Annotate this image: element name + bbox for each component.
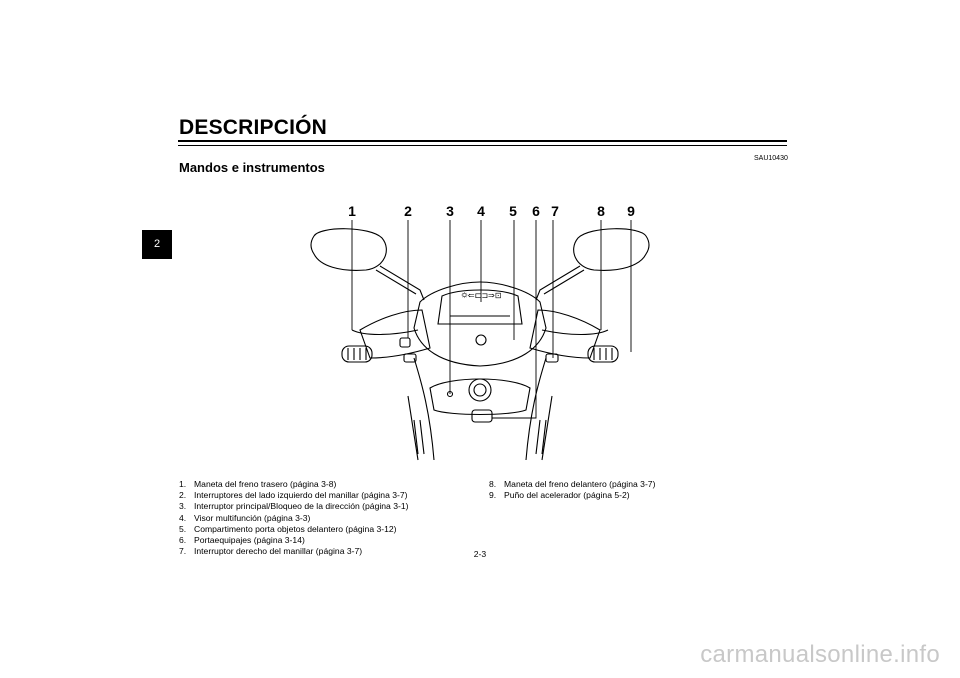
leg-shield bbox=[413, 357, 547, 461]
chapter-tab: 2 bbox=[142, 230, 172, 259]
legend-text: Maneta del freno delantero (página 3-7) bbox=[504, 479, 656, 489]
storage-lid-mark bbox=[475, 334, 487, 346]
meter-panel bbox=[437, 289, 523, 325]
legend-right-column: 8. Maneta del freno delantero (página 3-7… bbox=[489, 479, 789, 501]
horn-button bbox=[403, 353, 417, 363]
right-mirror bbox=[573, 228, 650, 271]
left-mirror bbox=[310, 228, 387, 271]
legend-number: 8. bbox=[489, 479, 497, 489]
legend-number: 4. bbox=[179, 512, 187, 523]
legend-text: Puño del acelerador (página 5-2) bbox=[504, 490, 630, 501]
reference-code: SAU10430 bbox=[754, 155, 788, 162]
legend-item: 1. Maneta del freno trasero (página 3-8) bbox=[179, 479, 479, 490]
page-title: DESCRIPCIÓN bbox=[179, 116, 328, 139]
main-switch bbox=[468, 378, 492, 402]
scooter-handlebar-illustration: 🌣⇐⊏⊐⇒⊡ 1 2 3 4 5 6 7 8 9 bbox=[310, 203, 650, 461]
legend-item: 4. Visor multifunción (página 3-3) bbox=[179, 513, 479, 524]
section-title: Mandos e instrumentos bbox=[179, 160, 325, 175]
luggage-hook bbox=[471, 409, 493, 423]
legend-item: 9. Puño del acelerador (página 5-2) bbox=[489, 490, 789, 501]
front-cowl bbox=[413, 281, 547, 367]
legend-left-column: 1.Maneta del freno trasero (página 3-8) … bbox=[179, 479, 479, 557]
callout-2: 2 bbox=[404, 203, 412, 219]
legend-text: Visor multifunción (página 3-3) bbox=[194, 512, 311, 523]
callout-6: 6 bbox=[532, 203, 540, 219]
callout-9: 9 bbox=[627, 203, 635, 219]
callout-4: 4 bbox=[477, 203, 485, 219]
legend-item: 5. Compartimento porta objetos delantero … bbox=[179, 524, 479, 535]
right-switch-button bbox=[545, 353, 559, 363]
legend-number: 7. bbox=[179, 546, 187, 557]
right-switch-housing bbox=[529, 309, 601, 359]
site-watermark: carmanualsonline.info bbox=[700, 641, 940, 668]
left-switch-button bbox=[399, 337, 411, 348]
legend-number: 6. bbox=[179, 535, 187, 546]
callout-3: 3 bbox=[446, 203, 454, 219]
title-rule-thin bbox=[178, 145, 787, 146]
callout-5: 5 bbox=[509, 203, 517, 219]
left-grip bbox=[341, 345, 373, 363]
legend-item: 8. Maneta del freno delantero (página 3-7… bbox=[489, 479, 789, 490]
legend-number: 2. bbox=[179, 490, 187, 501]
page-number: 2-3 bbox=[473, 549, 487, 559]
legend-number: 3. bbox=[179, 501, 187, 512]
callout-7: 7 bbox=[551, 203, 559, 219]
title-rule bbox=[178, 140, 787, 142]
legend-text: Interruptores del lado izquierdo del man… bbox=[194, 490, 408, 501]
legend-text: Interruptor principal/Bloqueo de la dire… bbox=[194, 501, 409, 512]
legend-item: 7. Interruptor derecho del manillar (pági… bbox=[179, 546, 479, 557]
legend-item: 2. Interruptores del lado izquierdo del m… bbox=[179, 490, 479, 501]
legend-text: Compartimento porta objetos delantero (p… bbox=[194, 523, 397, 534]
legend-number: 9. bbox=[489, 490, 497, 501]
legend-text: Maneta del freno trasero (página 3-8) bbox=[194, 479, 337, 489]
left-switch-housing bbox=[359, 309, 431, 359]
legend-text: Interruptor derecho del manillar (página… bbox=[194, 546, 363, 557]
callout-1: 1 bbox=[348, 203, 356, 219]
rear-brake-lever bbox=[351, 329, 419, 335]
legend-item: 3. Interruptor principal/Bloqueo de la di… bbox=[179, 501, 479, 512]
throttle-grip bbox=[587, 345, 619, 363]
legend-number: 5. bbox=[179, 523, 187, 534]
callout-8: 8 bbox=[597, 203, 605, 219]
legend-text: Portaequipajes (página 3-14) bbox=[194, 535, 305, 546]
legend-item: 6. Portaequipajes (página 3-14) bbox=[179, 535, 479, 546]
front-brake-lever bbox=[541, 329, 609, 335]
legend-number: 1. bbox=[179, 479, 187, 489]
